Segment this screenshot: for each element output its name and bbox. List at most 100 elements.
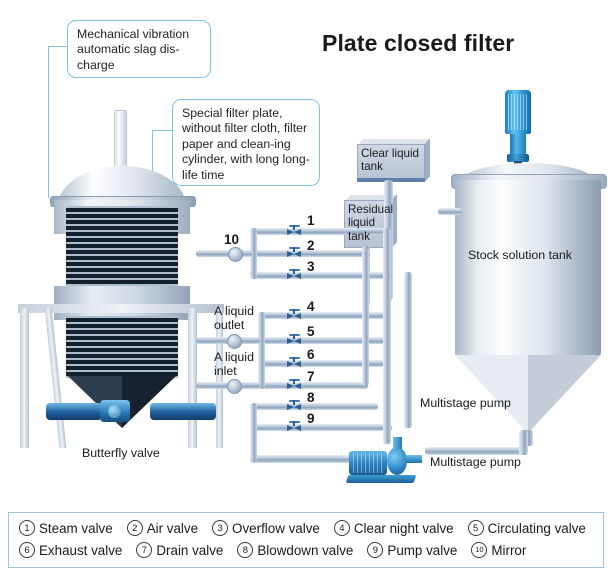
support-leg <box>188 308 197 448</box>
valve-6[interactable] <box>284 357 304 370</box>
valve-body <box>287 424 301 431</box>
valve-stem <box>293 400 295 405</box>
pipe-pump-inlet-drop <box>383 424 391 444</box>
valve-number-7: 7 <box>307 369 315 384</box>
valve-number-8: 8 <box>307 390 315 405</box>
valve-1[interactable] <box>284 225 304 238</box>
pipe-riser-c <box>404 272 412 428</box>
legend-item-9: 9 Pump valve <box>367 542 457 558</box>
support-leg <box>20 308 29 448</box>
valve-number-5: 5 <box>307 324 315 339</box>
legend-number-10: 10 <box>471 542 488 558</box>
callout-2-leader-horizontal <box>152 130 173 132</box>
pipe-run-valve-6 <box>258 360 384 367</box>
agitator-motor <box>505 90 531 173</box>
clear-liquid-tank-label: Clear liquid tank <box>361 147 419 174</box>
legend-item-10: 10 Mirror <box>471 542 526 558</box>
a-liquid-inlet-label: A liquid inlet <box>214 350 254 378</box>
vibration-shaft <box>114 110 127 174</box>
multistage-pump-label-lower: Multistage pump <box>430 455 521 469</box>
valve-8[interactable] <box>284 400 304 413</box>
valve-number-2: 2 <box>307 238 315 253</box>
support-frame-top <box>18 304 224 313</box>
valve-9[interactable] <box>284 421 304 434</box>
stock-tank-cone <box>455 355 601 433</box>
valve-stem <box>293 269 295 274</box>
legend-number-8: 8 <box>237 542 254 558</box>
valve-number-1: 1 <box>307 213 315 228</box>
valve-stem <box>293 247 295 252</box>
valve-body <box>287 272 301 279</box>
pipe-run-valve-5 <box>258 337 388 344</box>
legend-item-5: 5 Circulating valve <box>467 520 586 536</box>
legend-number-7: 7 <box>136 542 153 558</box>
valve-body <box>287 250 301 257</box>
butterfly-hub-face <box>108 405 121 418</box>
legend-label-9: Pump valve <box>387 542 458 558</box>
filter-plates <box>66 206 178 286</box>
legend-number-1: 1 <box>19 520 35 536</box>
residual-liquid-tank-label: Residual liquid tank <box>348 203 394 243</box>
legend-number-6: 6 <box>19 542 35 558</box>
valve-stem <box>293 357 295 362</box>
valve-stem <box>293 225 295 230</box>
motor-base <box>507 154 529 162</box>
tank-side-face <box>425 138 430 182</box>
pipe-header-left-lower-2 <box>250 403 257 431</box>
valve-number-6: 6 <box>307 347 315 362</box>
pipe-pump-discharge <box>425 447 527 455</box>
pipe-run-valve-2 <box>250 250 370 257</box>
pipe-header-left-lower <box>258 312 265 389</box>
page-title: Plate closed filter <box>322 30 515 56</box>
butterfly-cylinder-right <box>150 403 216 420</box>
stock-tank-outlet-pipe <box>523 430 533 446</box>
support-leg <box>216 308 223 448</box>
valve-4[interactable] <box>284 309 304 322</box>
valve-3[interactable] <box>284 269 304 282</box>
legend-item-7: 7 Drain valve <box>136 542 223 558</box>
legend-label-4: Clear night valve <box>353 520 454 536</box>
callout-1-leader-horizontal <box>48 46 68 48</box>
legend-item-2: 2 Air valve <box>126 520 198 536</box>
valve-number-4: 4 <box>307 299 315 314</box>
tank-body <box>455 180 601 355</box>
pump-motor <box>349 451 387 475</box>
legend-label-1: Steam valve <box>39 520 113 536</box>
valve-number-9: 9 <box>307 411 315 426</box>
pipe-to-mirror <box>196 250 252 257</box>
pipe-run-valve-1 <box>250 228 390 235</box>
legend-label-10: Mirror <box>491 542 527 558</box>
motor-neck <box>510 134 526 156</box>
pipe-pump-suction <box>250 455 360 463</box>
valve-body <box>287 382 301 389</box>
a-liquid-outlet-port <box>227 334 242 349</box>
clamp-knob-icon <box>136 185 153 196</box>
plate-closed-filter-vessel <box>18 110 224 448</box>
a-liquid-inlet-port <box>227 379 242 394</box>
tank-side-nozzle <box>438 208 462 215</box>
filter-plates <box>66 316 178 378</box>
mirror-sight-glass[interactable] <box>228 247 243 262</box>
pipe-riser-b <box>362 250 369 386</box>
legend-label-7: Drain valve <box>156 542 224 558</box>
callout-mechanical-vibration: Mechanical vibration automatic slag dis-… <box>67 20 211 78</box>
pump-motor-fins <box>353 453 383 473</box>
pipe-run-valve-8 <box>250 403 378 410</box>
pump-discharge-nozzle <box>406 455 422 463</box>
pump-suction-neck <box>393 437 402 449</box>
pump-volute <box>387 447 407 475</box>
support-leg <box>44 308 67 448</box>
clear-liquid-tank: Clear liquid tank <box>357 138 432 182</box>
motor-cooling-fins <box>508 94 528 130</box>
valve-body <box>287 228 301 235</box>
valve-7[interactable] <box>284 379 304 392</box>
pipe-riser-a <box>383 228 391 428</box>
tank-front-face <box>357 144 425 182</box>
valve-number-3: 3 <box>307 259 315 274</box>
butterfly-valve[interactable] <box>46 400 216 426</box>
valve-5[interactable] <box>284 334 304 347</box>
valve-body <box>287 312 301 319</box>
valve-2[interactable] <box>284 247 304 260</box>
legend-label-5: Circulating valve <box>487 520 586 536</box>
